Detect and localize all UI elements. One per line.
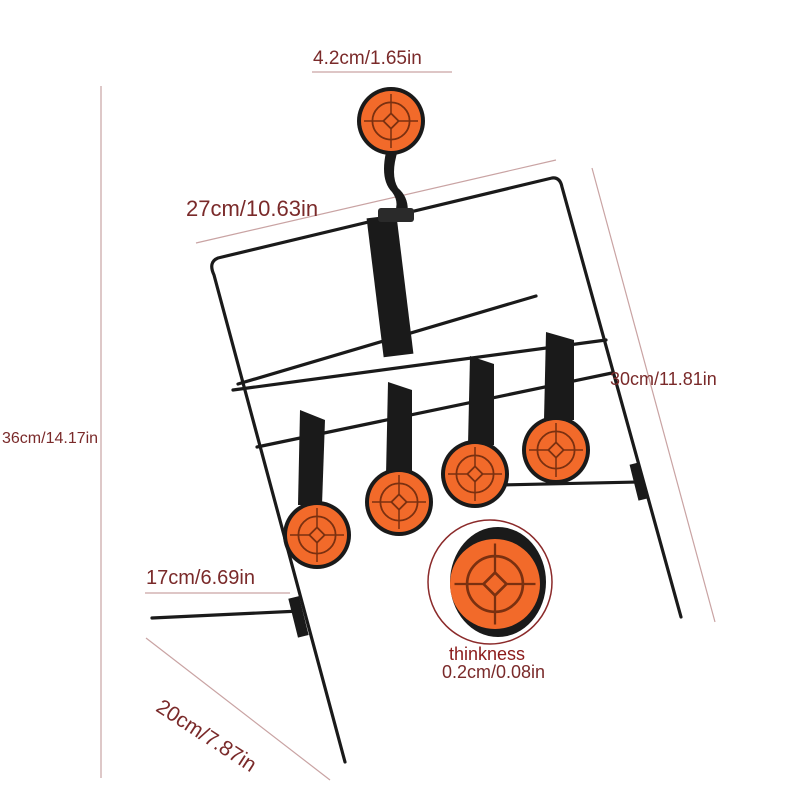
rear-foot-clamp [629,462,649,501]
total-height-label: 36cm/14.17in [2,430,99,447]
dim-line-frame-side [591,167,716,623]
spinner-twist [384,150,408,222]
dim-line-base-depth [145,637,331,781]
hanger-2 [365,382,433,536]
callout-ring [427,519,553,645]
spinner-paddle [366,214,414,358]
rod-upper-cross [231,338,608,392]
front-foot [150,609,302,620]
frame-width-label: 27cm/10.63in [186,196,319,221]
foot-length-label: 17cm/6.69in [146,567,255,589]
front-foot-clamp [288,596,309,638]
steel-frame [150,176,683,764]
dim-line-frame-width [195,159,557,244]
thickness-value: 0.2cm/0.08in [442,662,546,682]
hanger-4 [522,332,590,484]
target-diameter-label: 4.2cm/1.65in [313,48,422,69]
callout-target-plate [448,537,542,631]
rear-foot [497,480,642,487]
spinner-hub [378,208,414,222]
thickness-label: thinkness [449,644,526,664]
dimension-lines [100,71,716,781]
hanging-targets [283,332,590,569]
hanger-3 [441,356,509,508]
frame-side-label: 30cm/11.81in [610,369,717,389]
hanger-1 [283,410,351,569]
top-spinner [357,87,425,358]
top-target-plate [357,87,425,155]
thickness-callout [427,519,553,645]
